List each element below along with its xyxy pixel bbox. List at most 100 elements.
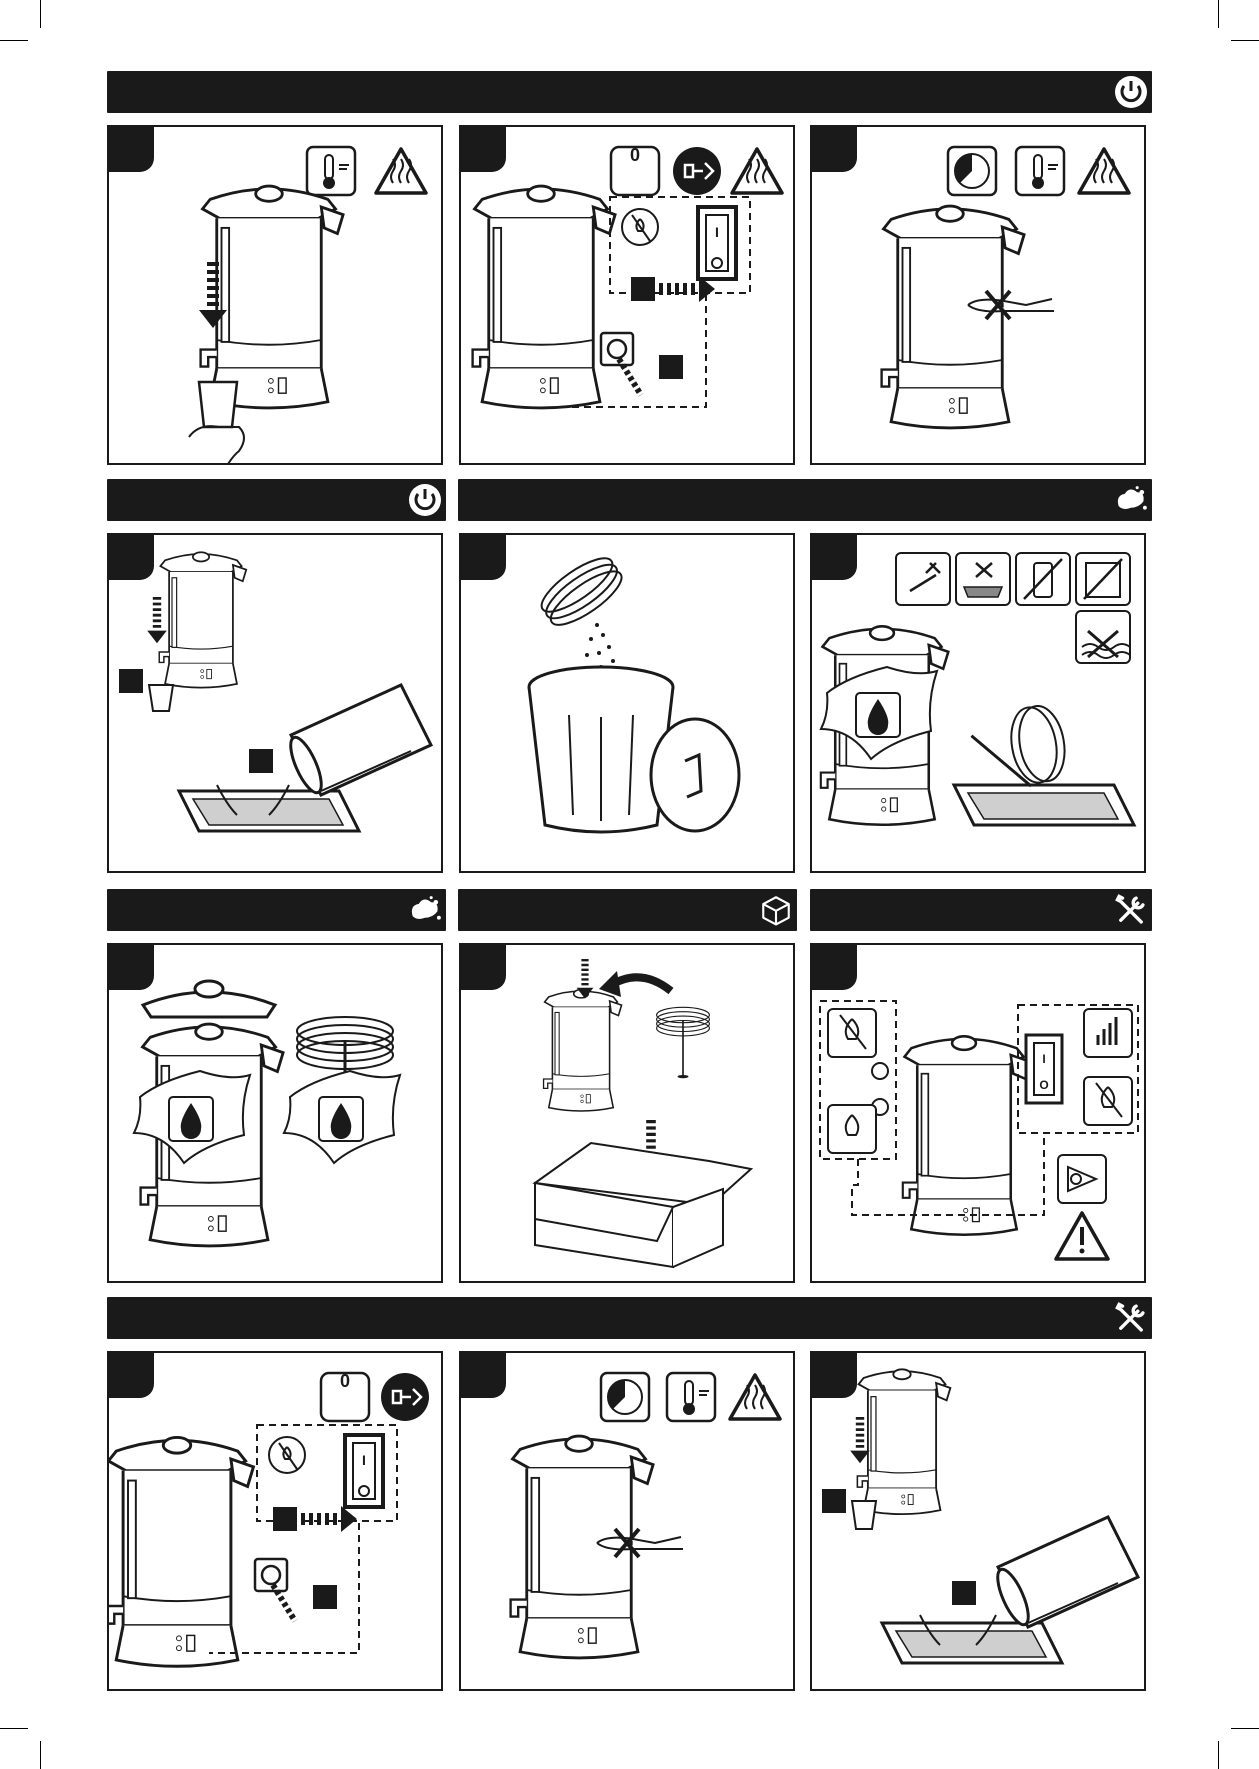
trash-bin-illustration (529, 667, 673, 832)
step-marker (659, 355, 683, 379)
crop-mark (0, 40, 28, 41)
cleaning-icon (1114, 483, 1148, 517)
no-chemical-cleaner-icon (1016, 553, 1070, 605)
box-icon (759, 893, 793, 927)
step-marker (631, 277, 655, 301)
unplug-icon (673, 147, 721, 195)
crop-mark (0, 1728, 28, 1729)
section-bar-7 (107, 1297, 1152, 1339)
power-icon (408, 483, 442, 517)
filter-parts-illustration (968, 702, 1070, 794)
step-panel (459, 943, 795, 1283)
no-dishwasher-icon (1076, 553, 1130, 605)
switch-on-label: I (1042, 1052, 1045, 1066)
visual-inspection-icon (1058, 1155, 1106, 1203)
step-panel (459, 1351, 795, 1691)
section-bar-4 (107, 889, 446, 931)
section-bar-5 (458, 889, 797, 931)
step-panel (107, 533, 443, 873)
cleaning-icon (408, 893, 442, 927)
step-marker (119, 669, 143, 693)
filter-basket-illustration (657, 1007, 710, 1078)
step-panel: I O (810, 943, 1146, 1283)
urn-illustration (903, 1036, 1031, 1234)
no-immersion-icon (1076, 611, 1130, 663)
section-bar-1 (107, 71, 1152, 113)
lid-illustration (143, 981, 275, 1017)
damp-cloth-icon (284, 1071, 400, 1163)
switch-off-label: O (1039, 1078, 1048, 1092)
hot-surface-warning-icon (376, 149, 426, 193)
clock-icon (601, 1373, 649, 1421)
cardboard-box-illustration (535, 1143, 751, 1267)
cup-illustration (852, 1501, 876, 1529)
crop-mark (1218, 1741, 1219, 1769)
step-panel (810, 125, 1146, 465)
curved-arrow-icon (611, 977, 671, 991)
crop-mark (1231, 40, 1259, 41)
clock-icon (948, 147, 996, 195)
step-marker (952, 1581, 976, 1605)
lamp-off-icon (1084, 1077, 1132, 1125)
step-panel: 0 I (459, 125, 795, 465)
power-switch-icon (1026, 1035, 1062, 1103)
thermometer-icon (667, 1373, 715, 1421)
section-bar-3 (458, 479, 1152, 521)
sink-illustration (954, 785, 1134, 825)
switch-zero-label: 0 (630, 145, 640, 165)
down-arrow-icon (147, 597, 167, 643)
step-panel (107, 943, 443, 1283)
lamp-off-icon (828, 1009, 876, 1057)
filter-basket-illustration (535, 549, 629, 633)
urn-illustration (159, 552, 246, 687)
step-marker (273, 1507, 297, 1531)
step-marker (249, 749, 273, 773)
power-icon (1114, 75, 1148, 109)
urn-illustration (857, 1369, 950, 1514)
signal-level-icon (1084, 1009, 1132, 1057)
warning-icon (1056, 1213, 1108, 1259)
urn-illustration (544, 990, 622, 1111)
tools-icon (1114, 893, 1148, 927)
sink-illustration (882, 1623, 1062, 1663)
urn-illustration (109, 1437, 253, 1666)
step-marker (822, 1489, 846, 1513)
unplug-icon (381, 1373, 429, 1421)
thermometer-icon (1016, 147, 1064, 195)
switch-on-label: I (715, 224, 719, 240)
switch-zero-label: 0 (340, 1371, 350, 1391)
thermometer-icon (307, 147, 355, 195)
hand-illustration (189, 426, 244, 465)
plug-icon (255, 1559, 287, 1591)
no-scouring-pad-icon (956, 553, 1010, 605)
step-panel (107, 125, 443, 465)
lamp-on-icon (828, 1105, 876, 1153)
tilted-urn-illustration (285, 685, 431, 796)
cup-illustration (199, 382, 237, 427)
section-bar-6 (810, 889, 1152, 931)
crop-mark (40, 0, 41, 28)
urn-illustration (882, 206, 1025, 428)
cup-illustration (149, 685, 173, 711)
hot-surface-warning-icon (730, 1375, 780, 1419)
down-arrow-icon (850, 1417, 870, 1463)
crop-mark (1218, 0, 1219, 28)
indicator-light-icon (872, 1063, 888, 1079)
step-panel (810, 1351, 1146, 1691)
hot-surface-warning-icon (732, 149, 782, 193)
no-abrasive-scraper-icon (896, 553, 950, 605)
bin-lid-illustration (651, 719, 739, 831)
plug-icon (601, 333, 633, 365)
step-panel: 0 I (107, 1351, 443, 1691)
crop-mark (40, 1741, 41, 1769)
urn-illustration (473, 186, 615, 408)
tilted-urn-illustration (992, 1517, 1138, 1628)
tools-icon (1114, 1301, 1148, 1335)
step-panel (810, 533, 1146, 873)
hot-surface-warning-icon (1079, 149, 1129, 193)
switch-detail-box (257, 1425, 397, 1521)
urn-illustration (201, 186, 344, 408)
crop-mark (1231, 1728, 1259, 1729)
step-marker (313, 1585, 337, 1609)
step-panel (459, 533, 795, 873)
